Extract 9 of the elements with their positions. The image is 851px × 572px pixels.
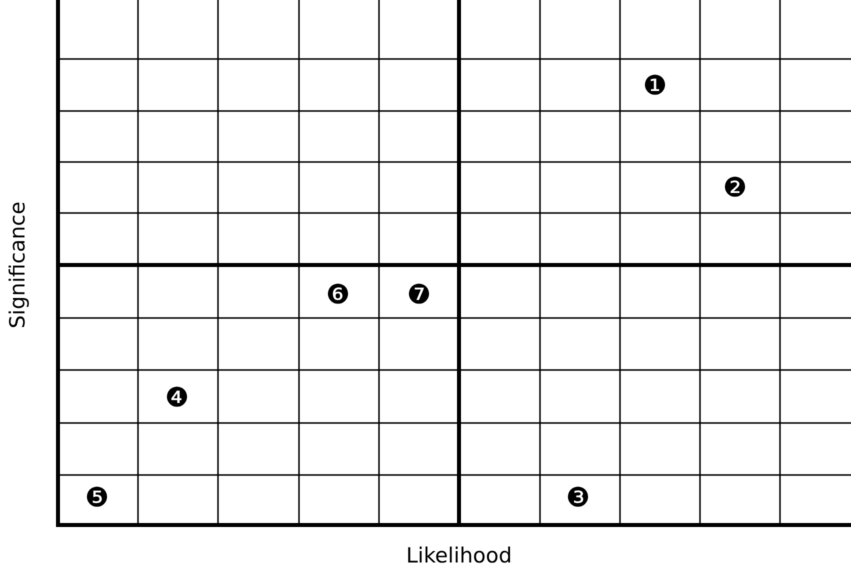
axis-title: Likelihood — [406, 546, 512, 566]
axis-title: Significance — [8, 201, 28, 329]
callout-number: ❻ — [326, 282, 350, 308]
callout-number: ❼ — [406, 282, 432, 308]
callout-number: ❷ — [722, 174, 748, 202]
callout-number: ❸ — [566, 484, 590, 512]
callout-number: ❹ — [164, 384, 190, 412]
callout-number: ❶ — [642, 72, 668, 100]
callout-number: ❺ — [84, 484, 110, 512]
